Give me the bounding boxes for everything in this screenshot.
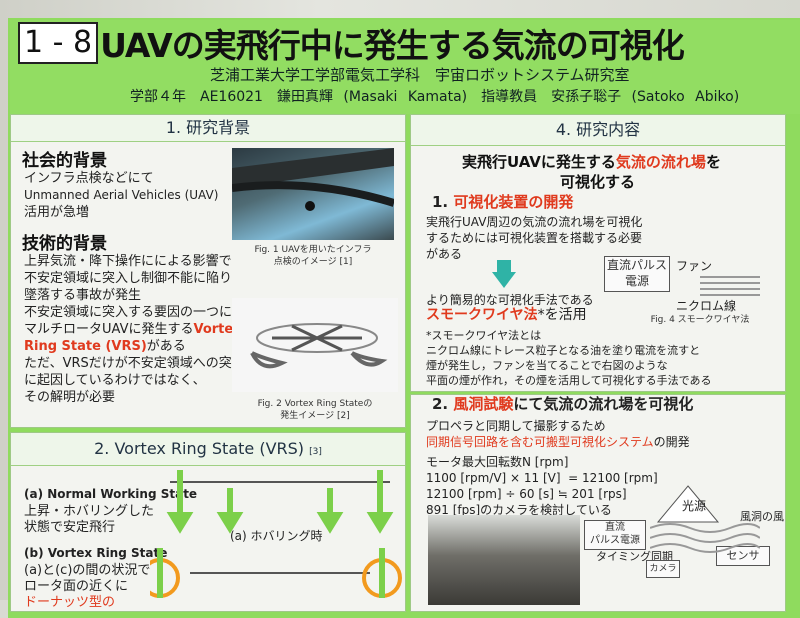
nichrome-label: ニクロム線 [676,299,737,313]
fig1-caption: Fig. 1 UAVを用いたインフラ 点検のイメージ [1] [232,244,394,268]
sensor-box: センサ [716,546,770,566]
section-background: 4. 研究内容 [410,114,786,392]
step1-line-2: するためには可視化装置を搭載する必要 [426,231,643,245]
fig1-caption-line-2: 点検のイメージ [1] [273,257,353,267]
vrs-term: Vortex [193,322,242,337]
step1-heading: 1. 可視化装置の開発 [432,194,573,211]
pulse-power-box-2: 直流 パルス電源 [584,520,646,550]
goal-highlight: 気流の流れ場 [615,153,706,171]
poster-title: UAVの実飛行中に発生する気流の可視化 [100,26,685,65]
step1-line-5: スモークワイヤ法*を活用 [426,307,587,324]
section-heading: 2. Vortex Ring State (VRS) [3] [11,433,405,466]
goal-line-2: 可視化する [560,173,636,191]
light-source-label: 光源 [682,499,707,513]
step2-line-4: 1100 [rpm/V] × 11 [V] = 12100 [rpm] [426,471,658,485]
authors: 学部４年 AE16021 鎌田真輝 (Masaki Kamata) 指導教員 安… [130,89,740,105]
normal-state-line-2: 状態で安定飛行 [24,520,116,535]
reference: [3] [309,447,322,457]
step1-line-4: より簡易的な可視化手法である [426,293,594,307]
step1-line-8: 煙が発生し，ファンを当てることで右図のような [426,359,668,372]
step1-line-3: がある [426,247,463,261]
step2-title: 風洞試験 [453,395,514,413]
fig2-caption: Fig. 2 Vortex Ring Stateの 発生イメージ [2] [232,398,398,422]
vrs-line-5: に起因しているわけではなく、 [24,373,206,388]
vrs-state-heading: (b) Vortex Ring State [24,546,168,560]
step1-line-6: *スモークワイヤ法とは [426,329,542,342]
section-background: 2. Vortex Ring State (VRS) [3] [10,432,406,612]
vrs-line-2: マルチロータUAVに発生するVortex [24,321,242,338]
social-line-3: 活用が急増 [24,205,90,220]
light-source-icon [656,485,720,523]
step2-number: 2. [432,395,454,413]
vrs-state-line-3: ドーナッツ型の [24,595,116,610]
poster-number: 1 - 8 [18,22,99,64]
step2-line-1: プロペラと同期して撮影するため [426,419,606,433]
goal-line-1-suffix: を [705,153,721,171]
timing-sync-label: タイミング同期 [596,550,673,563]
goal-line-1-text: 実飛行UAVに発生する [462,153,616,171]
vrs-line-3-text: がある [146,339,186,354]
wind-label: 風洞の風 [740,510,784,523]
vrs-term-2: Ring State (VRS) [24,339,147,354]
fig4-caption: Fig. 4 スモークワイヤ法 [650,315,750,325]
vrs-line-2-text: マルチロータUAVに発生する [24,322,194,337]
smoke-lines [700,272,760,300]
sync-system-term: 同期信号回路を含む可搬型可視化システム [426,435,654,449]
normal-state-line-1: 上昇・ホバリングした [24,504,155,519]
smoke-wire-term: スモークワイヤ法 [426,307,538,323]
tech-line-1: 上昇気流・降下操作にによる影響で [24,254,232,269]
tech-line-3: 墜落する事故が発生 [24,288,142,303]
wind-flow-lines [650,523,760,553]
step1-line-9: 平面の煙が作れ，その煙を活用して可視化する手法である [426,374,712,387]
drone-icon [305,201,315,211]
step1-title: 可視化装置の開発 [453,193,574,211]
vrs-image [232,298,398,392]
vrs-line-3: Ring State (VRS)がある [24,338,186,355]
bridge-drawing [231,148,396,211]
step1-line-7: ニクロム線にトレース粒子となる油を塗り電流を流すと [426,344,701,357]
tech-line-2: 不安定領域に突入し制御不能に陥り [24,271,233,286]
step1-line-5-suffix: *を活用 [537,307,587,323]
down-arrow-icon [492,260,516,288]
normal-state-heading: (a) Normal Working State [24,487,198,501]
step2-line-5: 12100 [rpm] ÷ 60 [s] ≒ 201 [rps] [426,487,627,501]
hovering-label: (a) ホバリング時 [230,529,323,543]
step2-line-2-suffix: の開発 [653,435,690,449]
fig2-caption-line-1: Fig. 2 Vortex Ring Stateの [257,399,373,409]
social-line-2: Unmanned Aerial Vehicles (UAV) [24,188,219,202]
section-heading: 1. 研究背景 [11,115,405,142]
fig1-caption-line-1: Fig. 1 UAVを用いたインフラ [254,245,372,255]
vortex-drawing [250,323,388,369]
pulse-power-box: 直流パルス 電源 [604,256,670,292]
step1-line-1: 実飛行UAV周辺の気流の流れ場を可視化 [426,215,643,229]
poster-header [10,20,800,114]
fig2-caption-line-2: 発生イメージ [2] [280,411,350,421]
tech-heading: 技術的背景 [22,234,107,254]
step2-line-2: 同期信号回路を含む可搬型可視化システムの開発 [426,434,690,451]
social-line-1: インフラ点検などにて [24,171,154,186]
social-heading: 社会的背景 [22,151,107,171]
vrs-state-line-1: (a)と(c)の間の状況で [24,563,151,578]
step2-heading: 2. 風洞試験にて気流の流れ場を可視化 [432,396,693,413]
step1-number: 1. [432,193,454,211]
camera-box: カメラ [646,560,680,578]
section-heading: 4. 研究内容 [411,115,785,146]
vrs-line-1: 不安定領域に突入する要因の一つに [24,305,233,320]
vrs-flow-diagram [150,470,402,598]
step2-title-suffix: にて気流の流れ場を可視化 [513,395,694,413]
vrs-line-4: ただ、VRSだけが不安定領域への突入 [24,356,245,371]
step2-line-6: 891 [fps]のカメラを検討している [426,503,612,517]
step2-line-3: モータ最大回転数N [rpm] [426,455,569,469]
fan-label: ファン [676,259,713,273]
vrs-state-line-2: ロータ面の近くに [24,579,129,594]
wind-tunnel-photo [428,515,580,605]
uav-inspection-photo [231,148,396,240]
vrs-line-6: その解明が必要 [24,390,116,405]
title-row: 1 - 8 UAVの実飛行中に発生する気流の可視化 [18,22,685,65]
goal-line-1: 実飛行UAVに発生する気流の流れ場を [462,154,721,171]
section-heading-text: 2. Vortex Ring State (VRS) [94,439,305,458]
affiliation: 芝浦工業大学工学部電気工学科 宇宙ロボットシステム研究室 [210,66,630,84]
